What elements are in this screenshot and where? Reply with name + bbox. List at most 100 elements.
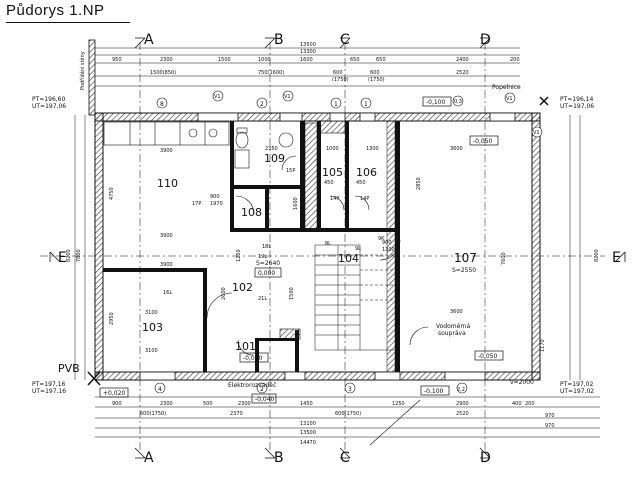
dim-b-13100: 13100: [300, 421, 316, 427]
dim-top-1000: 1000: [258, 57, 271, 63]
dimension-lines: [74, 47, 600, 438]
dim-b-14470: 14470: [300, 440, 316, 446]
room-108: 108: [241, 206, 262, 219]
dim-i-20: 450: [324, 180, 334, 186]
dim-i-15: 1250: [236, 249, 242, 262]
grid-axes: [40, 42, 605, 452]
dim-b-600-1750b: 600(1750): [335, 411, 361, 417]
room-102-area: S=2640: [256, 260, 280, 267]
elektro-label: Elektrorozvaděč: [228, 382, 276, 389]
dim-top-600b: 600: [370, 70, 380, 76]
tag-2a: 2: [260, 101, 264, 108]
tag-1a: 1: [334, 101, 338, 108]
staircase: [314, 244, 395, 351]
level-v: v=2000: [510, 379, 534, 386]
bottom-dimension-texts: 900 2300 500 2300 1450 1250 2900 400 200…: [112, 401, 555, 446]
wall-columns: [279, 120, 396, 373]
dim-top-1750a: (1750): [332, 77, 349, 83]
dim-top-1500: 1500: [218, 57, 231, 63]
pt-top-right: PT=196,14: [560, 96, 593, 103]
code-17p: 17P: [192, 201, 201, 207]
dim-i-13: 3100: [145, 348, 158, 354]
fixtures: [103, 121, 318, 232]
room-102: 102: [232, 281, 253, 294]
dim-top-13500: 13500: [300, 42, 316, 48]
dim-i-27: 2850: [416, 177, 422, 190]
room-102-level: 0,000: [258, 270, 275, 277]
top-dimension-texts: 13500 13300 950 2300 1500 1000 650 650 1…: [112, 42, 520, 83]
code-9k: 9K: [378, 236, 385, 242]
dim-i-6: 900: [210, 194, 220, 200]
dim-top-650b: 650: [376, 57, 386, 63]
ut-top-right: UT=197,06: [560, 103, 594, 110]
dim-b-970b: 970: [545, 423, 555, 429]
dim-i-8: 3900: [160, 233, 173, 239]
tag-v1d: V1: [533, 130, 540, 136]
dim-i-7: 1970: [210, 201, 223, 207]
room-105: 105: [322, 166, 343, 179]
vodomer-label-2: soupráva: [438, 330, 466, 337]
dim-b-2900: 2900: [456, 401, 469, 407]
dim-i-14: 3600: [450, 309, 463, 315]
dim-b-13500: 13500: [300, 430, 316, 436]
tag-22: 2,2: [457, 387, 465, 393]
room-106: 106: [356, 166, 377, 179]
level-b2: -0,040: [255, 396, 275, 403]
level-boxes: [99, 96, 504, 404]
code-9l: 9L: [355, 246, 361, 252]
room-104: 104: [338, 252, 359, 265]
code-8l: 8L: [325, 241, 331, 247]
dim-i-24: 8200: [66, 249, 72, 262]
dim-i-5: 4750: [109, 187, 115, 200]
dim-top-1500-850: 1500(850): [150, 70, 176, 76]
dim-b-400: 400: [512, 401, 522, 407]
code-19l: 19L: [258, 254, 267, 260]
tag-v1b: V1: [284, 94, 291, 100]
dim-top-1600: 1600: [300, 57, 313, 63]
pt-bottom-right: PT=197,02: [560, 381, 593, 388]
dim-top-600a: 600: [333, 70, 343, 76]
room-107: 107: [454, 251, 477, 265]
dim-b-2520: 2520: [456, 411, 469, 417]
code-15p: 15P: [286, 168, 295, 174]
dim-i-11: 2950: [109, 312, 115, 325]
tag-v1c: V1: [506, 96, 513, 102]
dim-i-22: 900: [382, 240, 392, 246]
ut-bottom-left: UT=197,16: [32, 388, 66, 395]
room-101: 101: [235, 340, 256, 353]
level-tr2: -0,050: [473, 138, 493, 145]
code-14p-a: 14P: [330, 196, 339, 202]
room-107-area: S=2550: [452, 267, 476, 274]
dim-i-21: 450: [356, 180, 366, 186]
axis-b-bottom: B: [274, 450, 284, 466]
axis-c-top: C: [340, 32, 350, 48]
code-16l: 16L: [163, 290, 172, 296]
dim-i-19: 1170: [540, 339, 546, 352]
dim-top-2400: 2400: [456, 57, 469, 63]
door-swings: [206, 155, 429, 356]
dim-top-650a: 650: [350, 57, 360, 63]
dim-i-16: 2600: [221, 287, 227, 300]
axis-e-left: E: [58, 250, 67, 266]
dim-top-2300: 2300: [160, 57, 173, 63]
tag-1b: 1: [364, 101, 368, 108]
dim-i-18: 1600: [293, 197, 299, 210]
dim-i-25: 8200: [594, 249, 600, 262]
dim-i-2: 3600: [450, 146, 463, 152]
tag-8: 8: [160, 101, 164, 108]
dim-i-26: 7800: [76, 249, 82, 262]
dim-i-0: 3900: [160, 148, 173, 154]
code-18l: 18L: [262, 244, 271, 250]
pt-top-left: PT=196,60: [32, 96, 65, 103]
axis-b-top: B: [274, 32, 284, 48]
pvb-label: PVB: [58, 362, 80, 375]
circle-tags: [154, 90, 543, 394]
dim-b-1250: 1250: [392, 401, 405, 407]
level-br2: -0,100: [424, 388, 444, 395]
axis-e-right: E: [612, 250, 621, 266]
outer-walls: [88, 39, 541, 381]
level-br1: -0,050: [478, 353, 498, 360]
tag-2b: 2: [260, 386, 264, 393]
tag-03: 0,3: [454, 99, 462, 105]
